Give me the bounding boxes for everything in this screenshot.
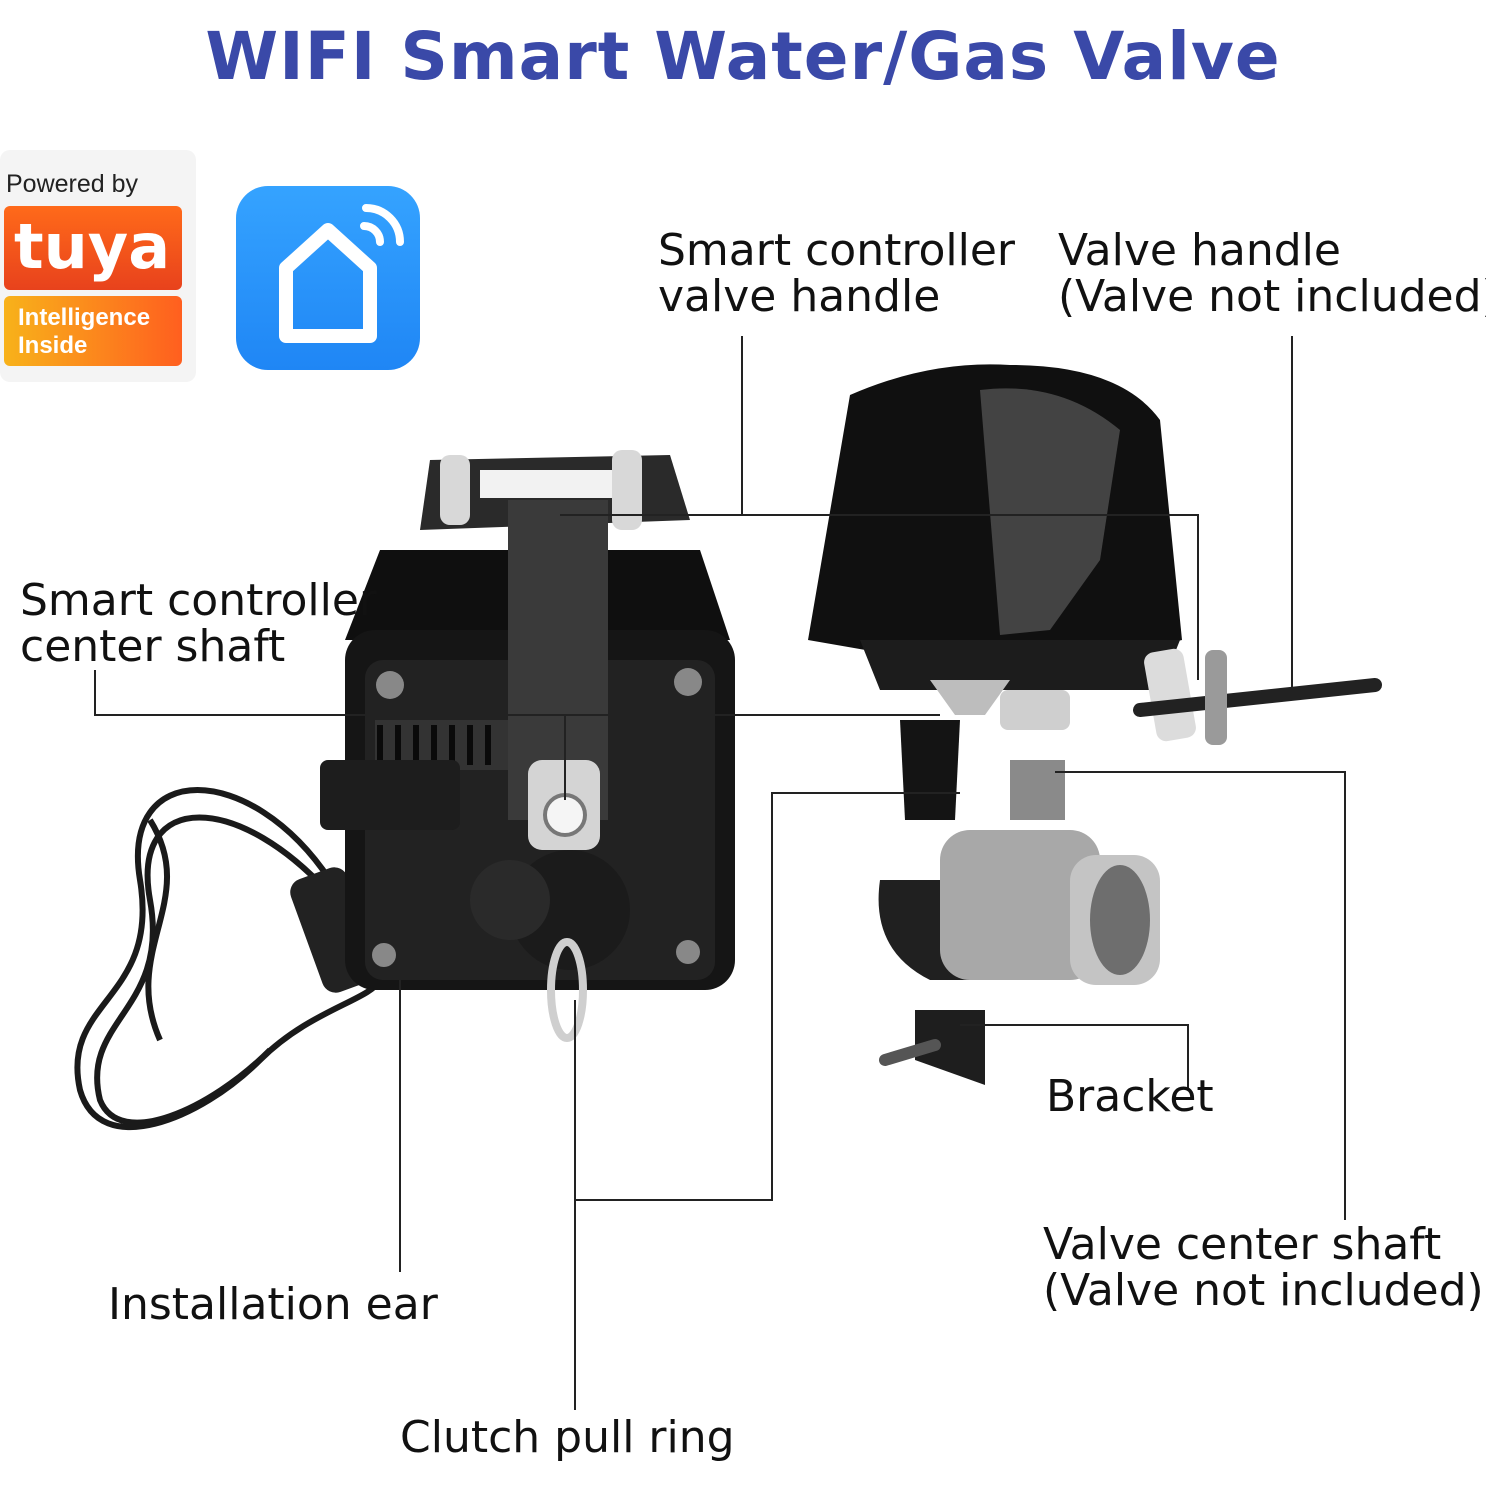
- label-line: valve handle: [658, 271, 941, 322]
- label-line: (Valve not included): [1058, 271, 1486, 322]
- label-line: Valve center shaft: [1043, 1219, 1442, 1270]
- leader-clutch-to-valve: [575, 792, 960, 1201]
- tuya-brand-text: tuya: [14, 210, 171, 283]
- powered-by-text: Powered by: [6, 170, 139, 198]
- tuya-logo: tuya: [4, 206, 182, 290]
- label-smart-controller-center-shaft: Smart controller center shaft: [20, 578, 377, 670]
- intelligence-text: Intelligence: [18, 304, 151, 331]
- leader-smart-controller-valve-handle: [560, 336, 743, 516]
- label-line: Valve handle: [1058, 225, 1341, 276]
- smart-home-app-icon: [236, 186, 420, 370]
- pull-ring: [547, 938, 587, 1042]
- ball-valve: [878, 720, 1160, 1085]
- label-line: Clutch pull ring: [400, 1412, 735, 1463]
- label-clutch-pull-ring: Clutch pull ring: [400, 1415, 735, 1461]
- leader-bracket: [960, 1024, 1189, 1090]
- leader-valve-center-shaft: [1055, 771, 1346, 1220]
- label-line: center shaft: [20, 621, 286, 672]
- leader-smart-controller-center-shaft: [94, 670, 940, 716]
- smart-home-wifi-icon: [279, 204, 404, 343]
- power-cable: [74, 787, 383, 1130]
- coupling: [930, 648, 1382, 745]
- mount-bracket: [420, 450, 690, 530]
- label-line: Installation ear: [108, 1279, 438, 1330]
- label-smart-controller-valve-handle: Smart controller valve handle: [658, 228, 1015, 320]
- page-title: WIFI Smart Water/Gas Valve: [205, 18, 1281, 95]
- label-line: Smart controller: [20, 575, 377, 626]
- label-line: Bracket: [1046, 1071, 1214, 1122]
- label-installation-ear: Installation ear: [108, 1282, 438, 1328]
- label-valve-handle: Valve handle (Valve not included): [1058, 228, 1486, 320]
- inside-text: Inside: [18, 332, 88, 359]
- label-line: Smart controller: [658, 225, 1015, 276]
- label-bracket: Bracket: [1046, 1074, 1214, 1120]
- leader-handle-cross: [742, 514, 1199, 680]
- label-line: (Valve not included): [1043, 1265, 1484, 1316]
- intelligence-inside-box: Intelligence Inside: [4, 296, 182, 366]
- label-valve-center-shaft: Valve center shaft (Valve not included): [1043, 1222, 1484, 1314]
